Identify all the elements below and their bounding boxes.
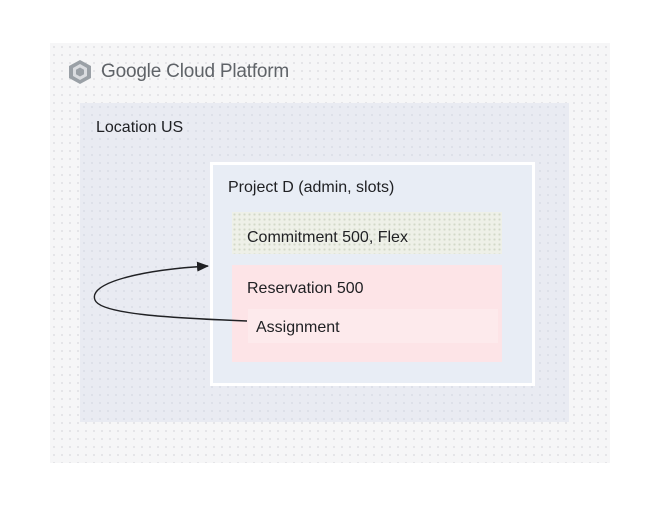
assignment-label: Assignment (256, 319, 340, 336)
gcp-hexagon-icon (66, 58, 94, 86)
brand-name: Google Cloud Platform (101, 61, 289, 83)
commitment-box (232, 212, 502, 254)
project-label: Project D (admin, slots) (228, 179, 395, 196)
reservation-label: Reservation 500 (247, 280, 364, 297)
brand-name-product: Cloud Platform (166, 61, 290, 82)
commitment-label: Commitment 500, Flex (247, 229, 408, 246)
assignment-box (248, 309, 498, 343)
location-label: Location US (96, 119, 184, 136)
brand-name-google: Google (101, 61, 162, 82)
brand-header: Google Cloud Platform (66, 58, 289, 86)
